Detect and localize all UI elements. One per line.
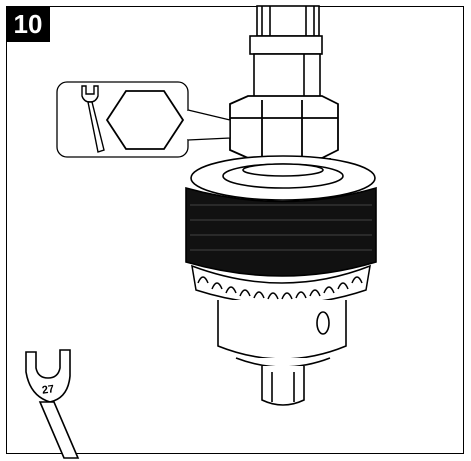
drill-chuck-icon — [217, 300, 347, 406]
wrench-size-label: 27 — [41, 383, 55, 397]
open-end-wrench-icon — [25, 349, 80, 459]
chuck-collar — [190, 155, 376, 201]
spindle-shaft — [249, 5, 323, 103]
wrench-icon — [81, 85, 105, 153]
tool-callout — [56, 81, 231, 158]
knurled-sleeve — [185, 186, 377, 277]
hex-nut-icon — [105, 90, 185, 150]
step-number-badge: 10 — [6, 6, 50, 42]
